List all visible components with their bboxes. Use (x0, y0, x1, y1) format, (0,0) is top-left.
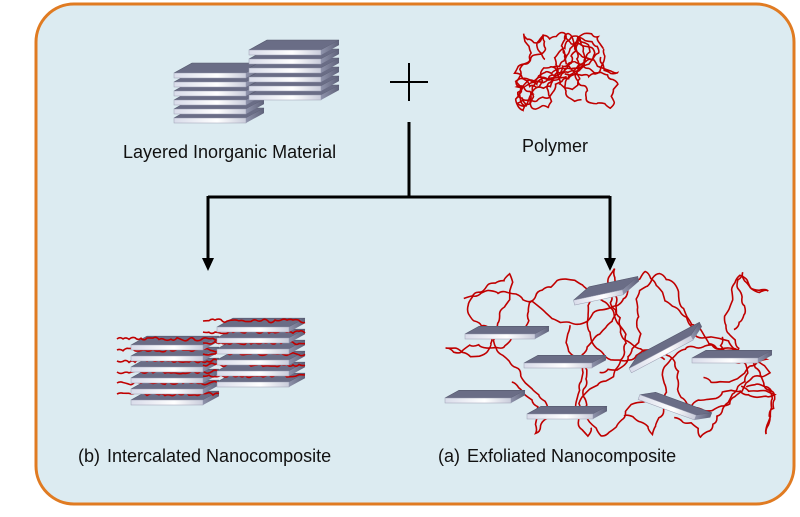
polymer-chain (529, 32, 619, 110)
intercalated-label: (b) Intercalated Nanocomposite (78, 446, 331, 467)
platelet-edge (216, 381, 290, 388)
platelet-side (203, 391, 219, 405)
platelet-side (203, 380, 219, 394)
platelet-edge (248, 76, 322, 83)
platelet-edge (444, 397, 512, 404)
platelet-edge (216, 370, 290, 377)
intercalated-nanocomposite-illustration (116, 317, 306, 406)
polymer-coil (513, 31, 620, 112)
layered-material-label: Layered Inorganic Material (123, 142, 337, 162)
platelet-top (444, 390, 526, 399)
platelet-edge (526, 413, 594, 420)
platelet-edge (216, 337, 290, 344)
platelet-side (694, 412, 712, 420)
platelet-side (592, 355, 606, 368)
exfoliated-chain (674, 272, 769, 439)
exfoliated-chain (466, 272, 549, 435)
platelet-side (321, 85, 339, 100)
platelet-edge (130, 344, 204, 351)
platelet-edge (248, 49, 322, 56)
platelet-side (622, 276, 640, 295)
platelet-edge (216, 326, 290, 333)
exfoliated-nanocomposite-illustration (444, 268, 777, 439)
platelet-side (535, 326, 549, 339)
plus-sign (390, 63, 428, 101)
platelet-edge (573, 289, 624, 306)
platelet-side (289, 373, 305, 387)
platelet-side (511, 390, 525, 403)
platelet-edge (130, 377, 204, 384)
exfoliated-platelet (444, 390, 526, 404)
layered-material-stack-right (248, 39, 340, 101)
exfoliated-chain (445, 278, 666, 361)
platelet-side (289, 329, 305, 343)
exfoliated-chain (565, 325, 777, 437)
polymer-label: Polymer (522, 136, 589, 156)
platelet-side (321, 40, 339, 55)
exfoliated-chain (599, 272, 770, 384)
platelet-side (246, 99, 264, 114)
branch-arrows (202, 122, 616, 271)
exfoliated-platelet (523, 355, 607, 369)
platelet-edge (248, 67, 322, 74)
platelet-side (321, 76, 339, 91)
platelet-edge (216, 359, 290, 366)
platelet-top (464, 326, 550, 335)
platelet-edge (130, 366, 204, 373)
platelet-top (523, 355, 607, 364)
platelet-side (321, 58, 339, 73)
exfoliated-tag: (a) (438, 446, 460, 466)
platelet-top (691, 350, 773, 359)
platelet-edge (523, 362, 593, 369)
platelet-edge (130, 388, 204, 395)
platelet-edge (130, 355, 204, 362)
platelet-side (593, 406, 607, 419)
layered-material-stack-left (173, 62, 265, 124)
intercalated-name: Intercalated Nanocomposite (107, 446, 332, 466)
platelet-edge (248, 85, 322, 92)
platelet-edge (248, 58, 322, 65)
platelet-side (690, 322, 702, 340)
exfoliated-platelet (628, 321, 702, 374)
platelet-edge (628, 335, 694, 374)
intercalated-chain (116, 336, 220, 342)
platelet-edge (173, 90, 247, 97)
platelet-edge (216, 348, 290, 355)
platelet-edge (464, 333, 536, 340)
platelet-side (321, 67, 339, 82)
exfoliated-platelet (573, 276, 640, 306)
platelet-side (203, 358, 219, 372)
exfoliated-platelet (637, 391, 713, 421)
intercalated-chain (202, 318, 306, 324)
exfoliated-platelet (691, 350, 773, 364)
exfoliated-label: (a) Exfoliated Nanocomposite (438, 446, 676, 467)
platelet-edge (130, 399, 204, 406)
intercalated-tag: (b) (78, 446, 100, 466)
platelet-side (321, 49, 339, 64)
exfoliated-chain (623, 344, 776, 437)
right-stack-layer (248, 39, 340, 56)
polymer-chain (514, 32, 606, 108)
exfoliated-chain (586, 297, 772, 412)
exfoliated-platelet (464, 326, 550, 340)
platelet-side (246, 108, 264, 123)
platelet-edge (173, 72, 247, 79)
arrow-head-left (202, 258, 214, 271)
platelet-edge (173, 108, 247, 115)
platelet-side (758, 350, 772, 363)
arrow-head-right (604, 258, 616, 271)
platelet-edge (173, 81, 247, 88)
platelet-top (526, 406, 608, 415)
platelet-edge (173, 99, 247, 106)
platelet-edge (248, 94, 322, 101)
platelet-edge (691, 357, 759, 364)
exfoliated-name: Exfoliated Nanocomposite (467, 446, 677, 466)
panel-background (34, 2, 796, 506)
exfoliated-platelet (526, 406, 608, 420)
platelet-side (289, 351, 305, 365)
platelet-edge (173, 117, 247, 124)
